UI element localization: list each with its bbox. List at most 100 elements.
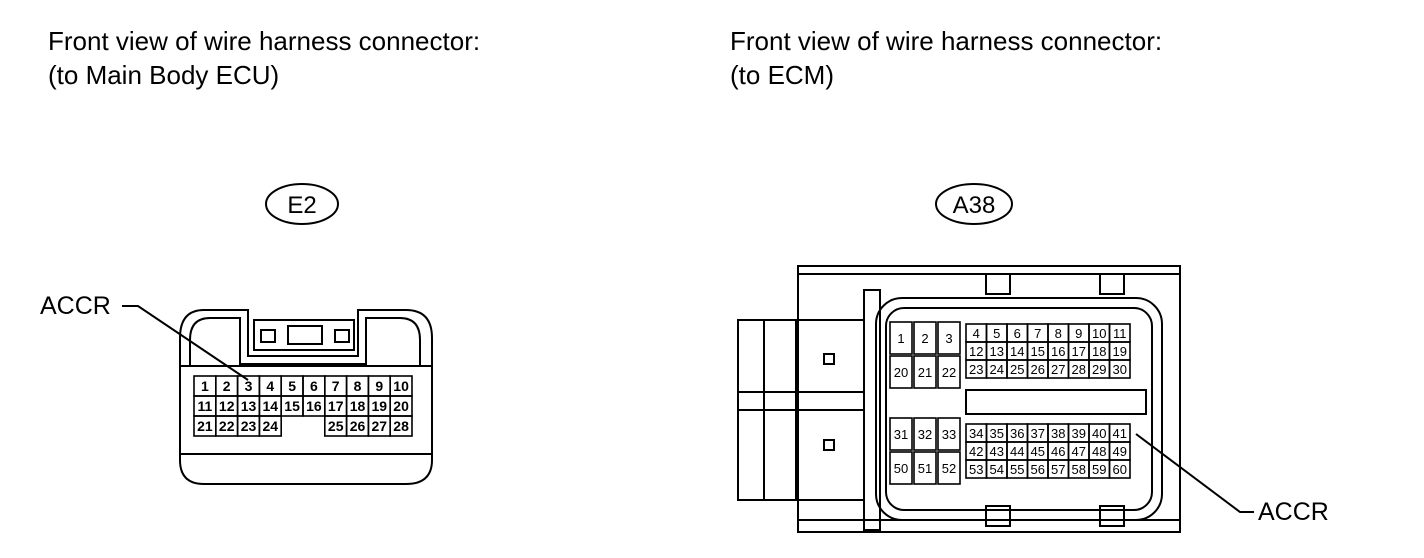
pin-number: 21: [918, 365, 932, 380]
right-connector-caption: Front view of wire harness connector: (t…: [730, 24, 1162, 92]
left-caption-line2: (to Main Body ECU): [48, 60, 280, 90]
pin-number: 8: [354, 378, 362, 394]
pin-number: 17: [1072, 344, 1086, 359]
pin-number: 50: [894, 461, 908, 476]
pin-number: 7: [1034, 326, 1041, 341]
pin-number: 5: [993, 326, 1000, 341]
pin-number: 9: [1075, 326, 1082, 341]
pin-number: 60: [1113, 462, 1127, 477]
e2-accr-label: ACCR: [40, 292, 111, 320]
pin-number: 22: [219, 418, 235, 434]
pin-number: 19: [1113, 344, 1127, 359]
pin-number: 20: [894, 365, 908, 380]
pin-cell: [389, 415, 413, 437]
pin-cell: [913, 355, 937, 389]
pin-number: 25: [328, 418, 344, 434]
pin-number: 20: [393, 398, 409, 414]
pin-number: 41: [1113, 426, 1127, 441]
pin-number: 12: [219, 398, 235, 414]
left-connector-caption: Front view of wire harness connector: (t…: [48, 24, 480, 92]
pin-number: 51: [918, 461, 932, 476]
pin-number: 11: [197, 398, 212, 414]
pin-number: 14: [1010, 344, 1024, 359]
pin-number: 16: [306, 398, 322, 414]
pin-number: 38: [1051, 426, 1065, 441]
pin-number: 22: [942, 365, 956, 380]
pin-number: 21: [197, 418, 213, 434]
pin-number: 53: [969, 462, 983, 477]
pin-number: 2: [921, 331, 928, 346]
pin-cell: [889, 321, 913, 355]
pin-number: 35: [990, 426, 1004, 441]
pin-cell: [889, 451, 913, 485]
pin-number: 18: [350, 398, 366, 414]
pin-cell: [889, 355, 913, 389]
a38-accr-leader-line: [1135, 433, 1254, 513]
pin-number: 33: [942, 427, 956, 442]
pin-cell: [913, 451, 937, 485]
pin-cell: [889, 417, 913, 451]
pin-cell: [937, 321, 961, 355]
pin-number: 3: [945, 331, 952, 346]
pin-number: 28: [393, 418, 409, 434]
pin-number: 48: [1092, 444, 1106, 459]
pin-number: 6: [310, 378, 318, 394]
pin-number: 56: [1031, 462, 1045, 477]
pin-number: 11: [1113, 326, 1127, 341]
pin-cell: [1108, 459, 1131, 479]
pin-number: 52: [942, 461, 956, 476]
pin-number: 15: [284, 398, 300, 414]
a38-accr-label: ACCR: [1258, 498, 1329, 526]
pin-number: 15: [1031, 344, 1045, 359]
pin-number: 19: [372, 398, 388, 414]
pin-number: 8: [1055, 326, 1062, 341]
pin-number: 26: [1031, 362, 1045, 377]
pin-number: 47: [1072, 444, 1086, 459]
right-caption-line1: Front view of wire harness connector:: [730, 26, 1163, 56]
pin-number: 17: [328, 398, 344, 414]
pin-number: 4: [973, 326, 980, 341]
pin-number: 26: [350, 418, 366, 434]
right-caption-line2: (to ECM): [730, 60, 834, 90]
pin-number: 7: [332, 378, 340, 394]
pin-number: 27: [372, 418, 388, 434]
pin-number: 23: [241, 418, 257, 434]
pin-number: 14: [263, 398, 279, 414]
pin-number: 23: [969, 362, 983, 377]
pin-number: 1: [201, 378, 209, 394]
pin-cell: [937, 417, 961, 451]
e2-connector-code: E2: [287, 192, 316, 219]
pin-number: 36: [1010, 426, 1024, 441]
pin-number: 28: [1072, 362, 1086, 377]
left-caption-line1: Front view of wire harness connector:: [48, 26, 481, 56]
e2-connector-body: [179, 183, 433, 485]
pin-number: 10: [393, 378, 409, 394]
pin-number: 24: [263, 418, 279, 434]
pin-number: 12: [969, 344, 983, 359]
pin-number: 44: [1010, 444, 1024, 459]
pin-number: 58: [1072, 462, 1086, 477]
pin-number: 30: [1113, 362, 1127, 377]
pin-number: 13: [241, 398, 257, 414]
pin-number: 37: [1031, 426, 1045, 441]
pin-number: 39: [1072, 426, 1086, 441]
pin-number: 2: [223, 378, 231, 394]
pin-cell: [913, 417, 937, 451]
pin-number: 40: [1092, 426, 1106, 441]
pin-number: 49: [1113, 444, 1127, 459]
a38-connector-body: [737, 183, 1181, 533]
pin-cell: [937, 355, 961, 389]
pin-cell: [937, 451, 961, 485]
pin-number: 18: [1092, 344, 1106, 359]
pin-number: 32: [918, 427, 932, 442]
pin-number: 4: [266, 378, 274, 394]
pin-cell: [258, 415, 282, 437]
pin-number: 29: [1092, 362, 1106, 377]
a38-connector-code: A38: [953, 192, 996, 219]
pin-number: 55: [1010, 462, 1024, 477]
pin-number: 9: [375, 378, 383, 394]
pin-number: 5: [288, 378, 296, 394]
